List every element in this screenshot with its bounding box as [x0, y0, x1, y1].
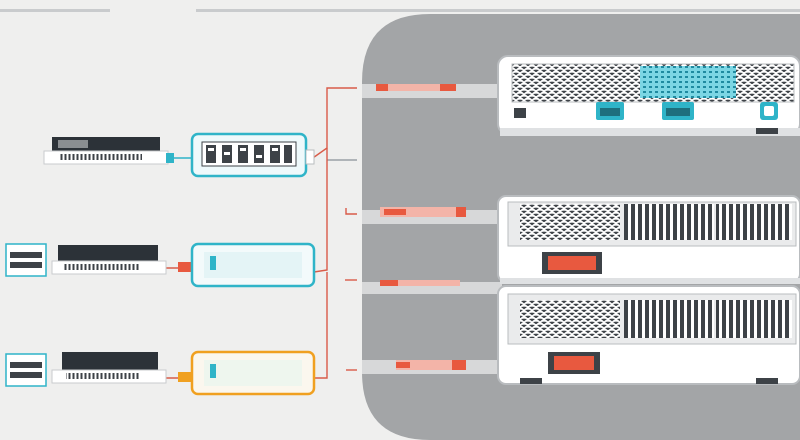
ventilation-grille-icon	[624, 300, 714, 338]
ventilation-grille-icon	[520, 204, 620, 240]
ethernet-port-icon	[64, 264, 140, 270]
display-panel	[640, 66, 736, 98]
switch-unit-2	[51, 245, 192, 275]
ethernet-port-icon	[66, 373, 140, 379]
switch-unit-3	[51, 352, 192, 384]
power-button-icon	[514, 108, 526, 118]
bottom-server-appliance	[497, 285, 800, 385]
ethernet-port-icon	[60, 154, 142, 160]
patch-panel-2	[190, 242, 316, 288]
shelf-tags	[376, 84, 466, 370]
status-indicator-icon	[548, 352, 600, 374]
top-decoration	[0, 9, 800, 12]
status-indicator-icon	[210, 256, 216, 270]
ethernet-port-icon	[596, 102, 624, 120]
ventilation-grille-icon	[624, 204, 714, 240]
ventilation-grille-icon	[520, 300, 620, 338]
status-indicator-icon	[542, 252, 602, 274]
modem-unit-2	[5, 243, 47, 277]
modem-unit-3	[5, 353, 47, 387]
ventilation-grille-icon	[716, 204, 792, 240]
patch-panel-1	[190, 132, 315, 178]
ventilation-grille-icon	[716, 300, 792, 338]
patch-panel-3	[190, 350, 316, 396]
switch-unit-1	[43, 137, 174, 165]
top-server-appliance	[497, 55, 800, 136]
status-indicator-icon	[760, 102, 778, 120]
middle-server-appliance	[497, 195, 800, 284]
status-indicator-icon	[210, 364, 216, 378]
ethernet-port-icon	[662, 102, 694, 120]
cables	[166, 87, 357, 379]
